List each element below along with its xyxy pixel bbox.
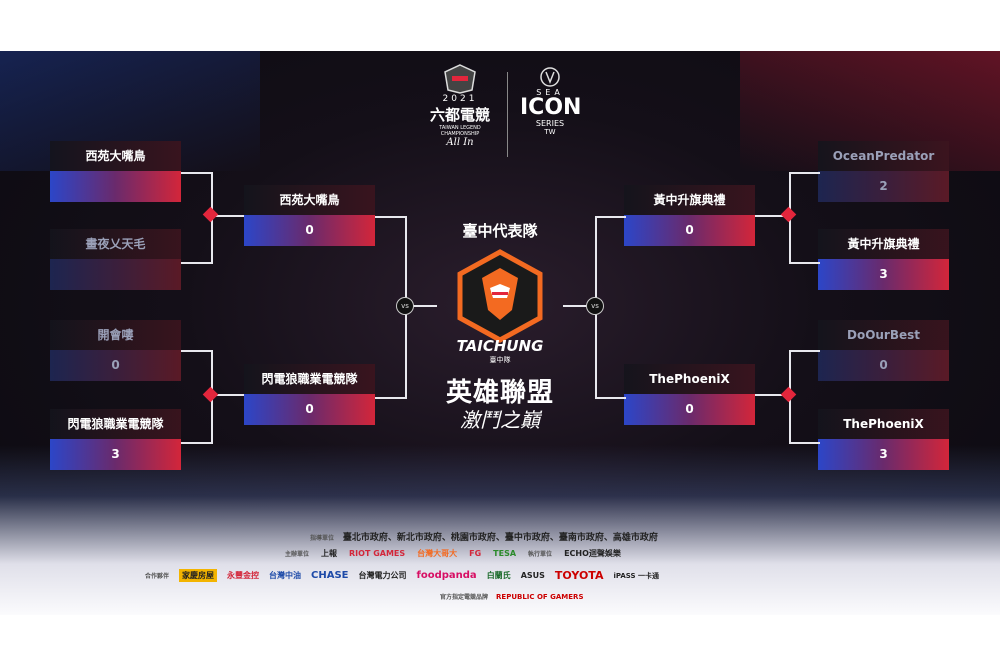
bg-glow-bottom xyxy=(0,445,1000,615)
sponsor-logo: REPUBLIC OF GAMERS xyxy=(496,592,584,601)
sponsor-text: 臺北市政府、新北市政府、桃園市政府、臺中市政府、臺南市政府、高雄市政府 xyxy=(342,533,658,543)
event-year: 2021 xyxy=(442,94,478,104)
event-tag: All In xyxy=(446,137,474,148)
sponsor-logo: 家慶房屋 xyxy=(179,569,218,582)
team-score: 3 xyxy=(50,439,181,470)
logo-divider xyxy=(507,72,508,157)
center-title: 臺中代表隊 xyxy=(462,222,538,240)
event-logo-sea-icon: SEA ICON SERIES TW xyxy=(520,64,582,164)
vs-badge-left: vs xyxy=(396,297,414,315)
event-logo-six-cities: 2021 六都電競 TAIWAN LEGEND CHAMPIONSHIP All… xyxy=(420,64,500,164)
sponsor-logo: TESA xyxy=(493,549,517,558)
bracket-line xyxy=(211,215,244,217)
sponsor-logo: RIOT GAMES xyxy=(349,549,406,558)
team-name: 西苑大嘴鳥 xyxy=(244,185,375,215)
sponsor-logo: 永豐金控 xyxy=(227,571,260,580)
sponsor-logo: iPASS 一卡通 xyxy=(613,571,659,580)
bracket-line xyxy=(755,394,789,396)
bracket-line xyxy=(405,305,437,307)
sponsor-label: 執行單位 xyxy=(528,551,553,558)
bracket-line xyxy=(563,305,595,307)
team-score xyxy=(50,171,181,202)
event-logos: 2021 六都電競 TAIWAN LEGEND CHAMPIONSHIP All… xyxy=(420,64,590,164)
team-name: 閃電狼職業電競隊 xyxy=(244,364,375,394)
sponsor-logo: ECHO迴聲娛樂 xyxy=(564,549,621,558)
right-r1-match2-top[interactable]: DoOurBest 0 xyxy=(818,320,949,381)
game-title: 英雄聯盟 xyxy=(445,378,554,408)
sponsor-logo: ASUS xyxy=(520,571,545,580)
team-score: 0 xyxy=(50,350,181,381)
right-r1-match1-top[interactable]: OceanPredator 2 xyxy=(818,141,949,202)
team-name: 閃電狼職業電競隊 xyxy=(50,409,181,439)
sponsor-logo: 白蘭氏 xyxy=(486,571,511,580)
sponsor-row-3: 合作夥伴 家慶房屋 永豐金控 台灣中油 CHASE 台灣電力公司 foodpan… xyxy=(145,569,659,582)
left-r2-top[interactable]: 西苑大嘴鳥 0 xyxy=(244,185,375,246)
left-r1-match1-bottom[interactable]: 畫夜乂天毛 xyxy=(50,229,181,290)
sponsor-row-2: 主辦單位 上報 RIOT GAMES 台灣大哥大 FG TESA 執行單位 EC… xyxy=(285,548,621,559)
sponsor-logo: CHASE xyxy=(311,570,349,581)
right-r1-match1-bottom[interactable]: 黃中升旗典禮 3 xyxy=(818,229,949,290)
series-main: ICON xyxy=(520,95,582,120)
left-r1-match1-top[interactable]: 西苑大嘴鳥 xyxy=(50,141,181,202)
taichung-logo-text: TAICHUNG xyxy=(456,337,544,355)
team-score: 3 xyxy=(818,259,949,290)
taichung-mecha-icon xyxy=(457,249,543,343)
team-score: 0 xyxy=(624,394,755,425)
left-r1-match2-top[interactable]: 開會嘍 0 xyxy=(50,320,181,381)
sponsor-logo: TOYOTA xyxy=(554,569,604,582)
sponsor-logo: foodpanda xyxy=(416,570,477,581)
team-name: 畫夜乂天毛 xyxy=(50,229,181,259)
right-r2-bottom[interactable]: ThePhoeniX 0 xyxy=(624,364,755,425)
team-score: 0 xyxy=(818,350,949,381)
sponsor-logo: 台灣電力公司 xyxy=(358,571,407,580)
team-score: 0 xyxy=(244,394,375,425)
team-name: 黃中升旗典禮 xyxy=(818,229,949,259)
sponsor-logo: FG xyxy=(469,549,482,558)
team-name: DoOurBest xyxy=(818,320,949,350)
right-r1-match2-bottom[interactable]: ThePhoeniX 3 xyxy=(818,409,949,470)
event-name: 六都電競 xyxy=(429,106,490,124)
mecha-head-icon xyxy=(444,64,476,94)
sponsor-logo: 台灣大哥大 xyxy=(417,549,458,558)
bracket-line xyxy=(755,215,789,217)
team-name: 黃中升旗典禮 xyxy=(624,185,755,215)
team-name: 開會嘍 xyxy=(50,320,181,350)
event-sub: TAIWAN LEGEND CHAMPIONSHIP xyxy=(439,125,481,137)
vs-badge-right: vs xyxy=(586,297,604,315)
sponsor-label: 指導單位 xyxy=(310,535,335,542)
sponsor-label: 主辦單位 xyxy=(285,551,310,558)
team-score xyxy=(50,259,181,290)
sponsor-logo: 上報 xyxy=(321,549,338,558)
series-bottom: SERIES xyxy=(535,119,565,128)
series-region: TW xyxy=(544,128,556,136)
team-score: 2 xyxy=(818,171,949,202)
sponsor-row-4: 官方指定電競品牌 REPUBLIC OF GAMERS xyxy=(440,592,584,602)
bracket-line xyxy=(789,172,820,264)
icon-series-emblem-icon xyxy=(540,67,560,87)
sponsor-label: 官方指定電競品牌 xyxy=(440,594,489,601)
team-name: ThePhoeniX xyxy=(818,409,949,439)
left-r2-bottom[interactable]: 閃電狼職業電競隊 0 xyxy=(244,364,375,425)
sponsor-logo: 台灣中油 xyxy=(269,571,302,580)
bracket-line xyxy=(211,394,244,396)
right-r2-top[interactable]: 黃中升旗典禮 0 xyxy=(624,185,755,246)
team-score: 0 xyxy=(624,215,755,246)
sponsor-label: 合作夥伴 xyxy=(145,573,170,580)
taichung-logo-sub: 臺中隊 xyxy=(489,356,511,364)
team-score: 3 xyxy=(818,439,949,470)
sponsor-row-1: 指導單位 臺北市政府、新北市政府、桃園市政府、臺中市政府、臺南市政府、高雄市政府 xyxy=(310,530,658,543)
team-name: ThePhoeniX xyxy=(624,364,755,394)
team-score: 0 xyxy=(244,215,375,246)
team-name: 西苑大嘴鳥 xyxy=(50,141,181,171)
game-subtitle: 激鬥之巔 xyxy=(460,408,540,432)
team-name: OceanPredator xyxy=(818,141,949,171)
left-r1-match2-bottom[interactable]: 閃電狼職業電競隊 3 xyxy=(50,409,181,470)
series-top: SEA xyxy=(536,88,564,97)
taichung-team-logo[interactable] xyxy=(452,248,548,344)
